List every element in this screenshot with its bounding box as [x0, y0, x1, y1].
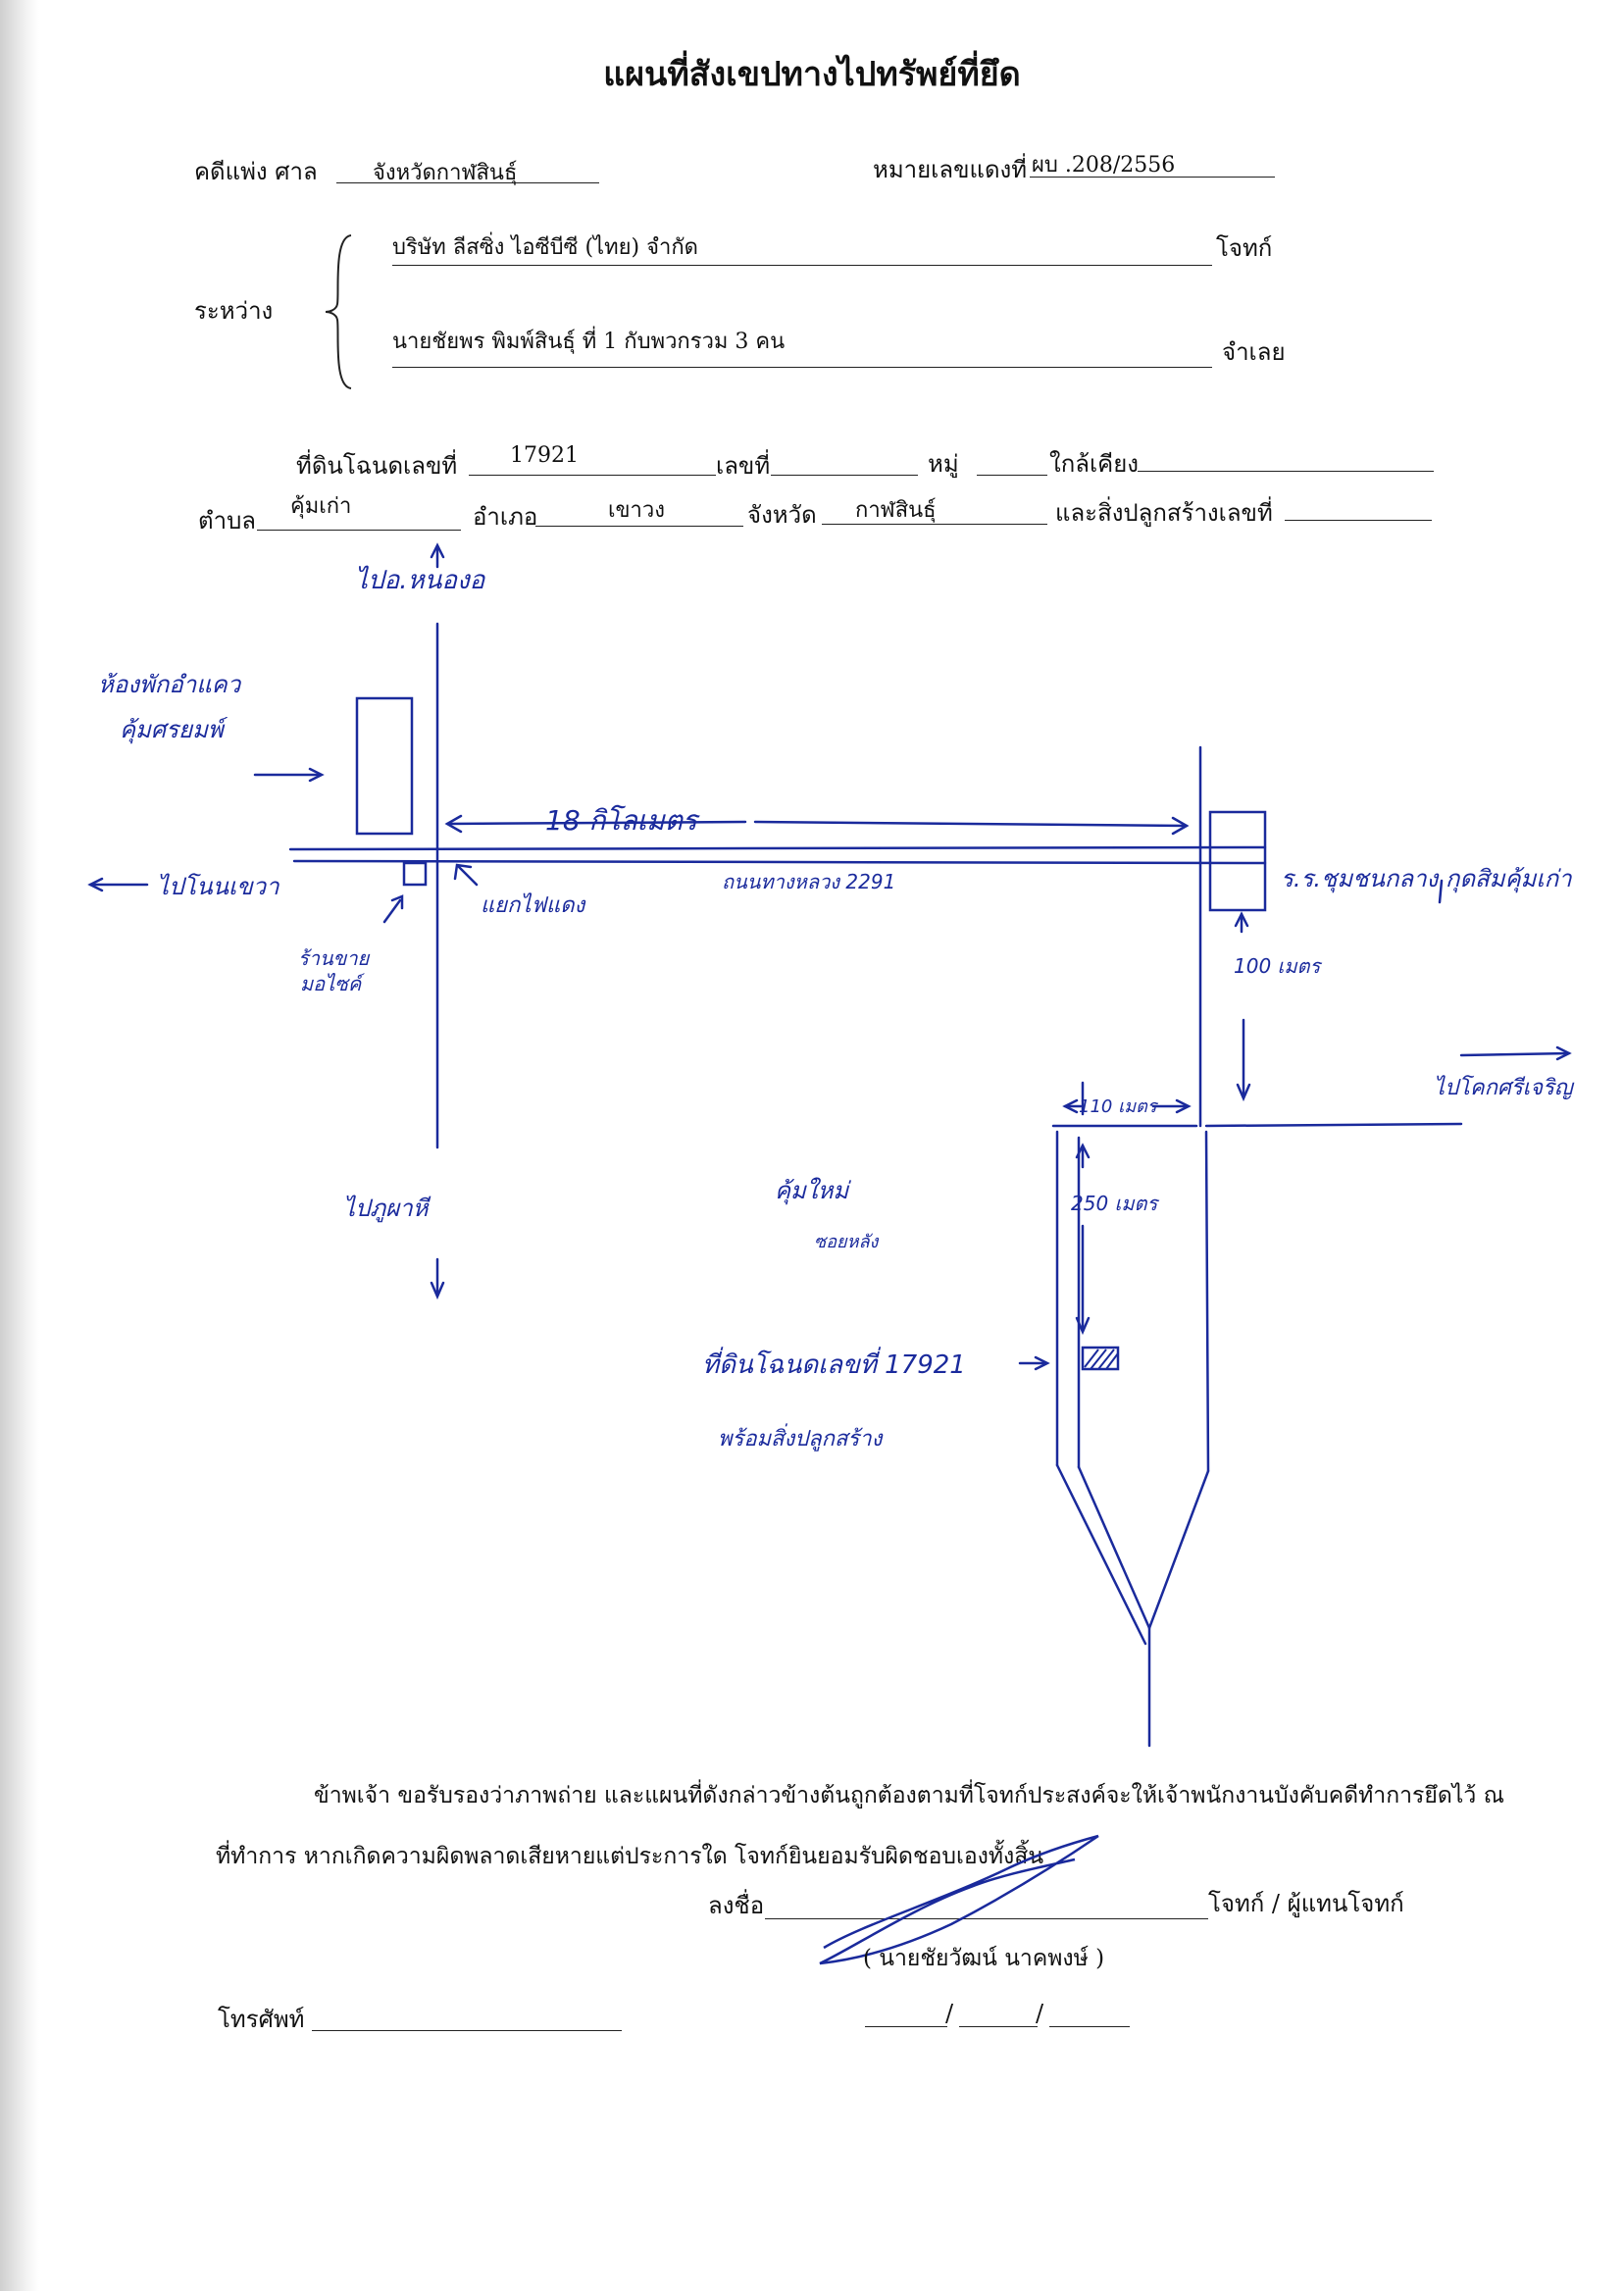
nearby-line — [1138, 471, 1434, 472]
certify-line-2: ที่ทำการ หากเกิดความผิดพลาดเสียหายแต่ประ… — [216, 1844, 1044, 1869]
between-label: ระหว่าง — [194, 297, 274, 325]
date-slash-1: / — [945, 2000, 954, 2027]
brace-icon — [325, 234, 352, 389]
no-label: เลขที่ — [716, 452, 771, 480]
label-highway: ถนนทางหลวง 2291 — [722, 870, 895, 893]
building-label: และสิ่งปลูกสร้างเลขที่ — [1055, 499, 1273, 527]
village-line — [977, 475, 1047, 476]
label-distance-2: 100 เมตร — [1234, 954, 1323, 978]
deed-value: 17921 — [510, 443, 579, 468]
label-east: ไปโคกศรีเจริญ — [1434, 1075, 1575, 1100]
signer-role: โจทก์ / ผู้แทนโจทก์ — [1208, 1890, 1404, 1917]
label-shop-1: ห้องพักอำแคว — [98, 671, 242, 698]
deed-label: ที่ดินโฉนดเลขที่ — [296, 452, 458, 480]
red-case-value: ผบ .208/2556 — [1032, 153, 1176, 178]
label-west: ไปโนนเขวา — [157, 873, 280, 900]
label-distance-1: 18 กิโลเมตร — [545, 804, 700, 837]
label-distance-3: 110 เมตร — [1079, 1096, 1159, 1117]
building-motor-rect — [402, 861, 428, 887]
sign-label: ลงชื่อ — [708, 1892, 765, 1919]
phone-line — [312, 2030, 622, 2031]
road-east-cross-right — [1204, 1122, 1463, 1128]
label-north: ไปอ.หนองอ — [355, 565, 486, 595]
scan-edge-shadow — [0, 0, 39, 2291]
defendant-name: นายชัยพร พิมพ์สินธุ์ ที่ 1 กับพวกรวม 3 ค… — [392, 330, 786, 354]
label-school: ร.ร.ชุมชนกลาง กุดสิมคุ้มเก่า — [1281, 865, 1573, 893]
label-target-1: ที่ดินโฉนดเลขที่ 17921 — [702, 1347, 966, 1380]
red-case-line — [1030, 177, 1275, 178]
district-value: เขาวง — [608, 498, 666, 523]
defendant-line — [392, 367, 1212, 368]
arrow-motor — [382, 898, 402, 924]
date-slash-2: / — [1036, 2000, 1044, 2027]
court-line — [336, 182, 599, 183]
label-village-2: ซอยหลัง — [814, 1232, 879, 1252]
arrow-distance-1b — [753, 820, 1189, 828]
label-motor-1: ร้านขาย — [298, 946, 371, 970]
signature-mark — [819, 1834, 1099, 1965]
province-label: จังหวัด — [747, 501, 817, 529]
subdistrict-label: ตำบล — [198, 507, 257, 535]
label-south: ไปภูผาหี — [343, 1195, 431, 1223]
date-day-line — [865, 2026, 947, 2027]
target-land-marker — [1081, 1346, 1120, 1371]
label-target-2: พร้อมสิ่งปลูกสร้าง — [718, 1423, 885, 1451]
arrow-distance-1a — [445, 820, 747, 826]
plaintiff-role: โจทก์ — [1216, 234, 1273, 262]
court-value: จังหวัดกาฬสินธุ์ — [373, 161, 518, 185]
arrow-east — [1459, 1051, 1571, 1057]
province-line — [822, 524, 1047, 525]
deed-line — [469, 475, 716, 476]
defendant-role: จำเลย — [1222, 338, 1286, 366]
red-case-label: หมายเลขแดงที่ — [873, 156, 1028, 183]
building-shop-rect — [355, 696, 414, 836]
label-distance-4: 250 เมตร — [1071, 1192, 1160, 1215]
village-label: หมู่ — [928, 450, 959, 478]
certify-line-1: ข้าพเจ้า ขอรับรองว่าภาพถ่าย และแผนที่ดัง… — [314, 1783, 1504, 1808]
label-village-1: คุ้มใหม่ — [775, 1177, 851, 1205]
subdistrict-line — [257, 530, 461, 531]
road-highway-bottom — [292, 859, 1267, 865]
phone-label: โทรศัพท์ — [218, 2006, 305, 2033]
road-highway-top — [288, 845, 1267, 851]
nearby-label: ใกล้เคียง — [1049, 450, 1139, 478]
district-label: อำเภอ — [473, 503, 538, 531]
subdistrict-value: คุ้มเก่า — [290, 494, 352, 519]
document-title: แผนที่สังเขปทางไปทรัพย์ที่ยึด — [603, 55, 1021, 94]
arrow-traffic — [457, 865, 479, 887]
building-school-rect — [1208, 810, 1267, 912]
no-line — [771, 475, 918, 476]
sign-line — [765, 1918, 1208, 1919]
building-line — [1285, 520, 1432, 521]
label-motor-2: มอไซค์ — [300, 972, 365, 995]
date-year-line — [1049, 2026, 1130, 2027]
plaintiff-name: บริษัท ลีสซิ่ง ไอซีบีซี (ไทย) จำกัด — [392, 235, 698, 260]
plaintiff-line — [392, 265, 1212, 266]
label-shop-2: คุ้มศรยมพ์ — [120, 716, 228, 744]
district-line — [535, 526, 743, 527]
signer-name: ( นายชัยวัฒน์ นาคพงษ์ ) — [863, 1946, 1105, 1971]
case-label: คดีแพ่ง ศาล — [194, 158, 318, 185]
province-value: กาฬสินธุ์ — [855, 498, 937, 523]
road-south-right — [1204, 1130, 1210, 1473]
date-month-line — [959, 2026, 1038, 2027]
label-traffic-light: แยกไฟแดง — [481, 892, 586, 918]
